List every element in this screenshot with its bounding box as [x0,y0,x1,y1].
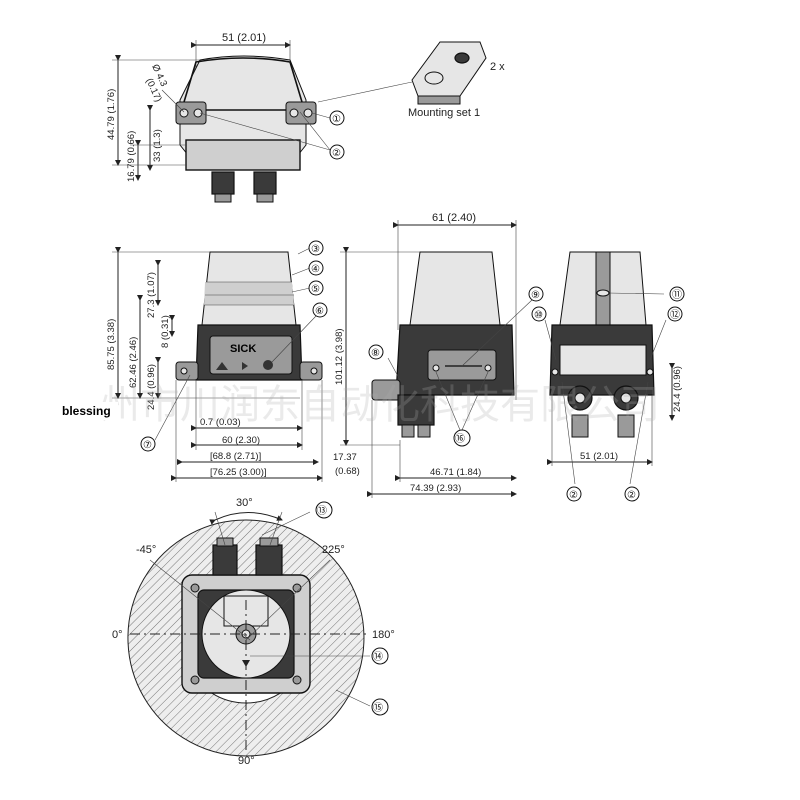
back-width-dim: 51 (2.01) [580,451,618,462]
top-width-dim: 51 (2.01) [222,32,266,44]
callout-7: ⑦ [143,440,152,451]
top-height-total: 44.79 (1.76) [106,89,117,140]
callout-4: ④ [311,264,320,275]
side-height-total: 101.12 (3.98) [334,328,345,385]
front-dim-24: 24.4 (0.96) [146,364,157,410]
brand-logo: SICK [230,343,256,355]
callout-9: ⑨ [531,290,540,301]
front-height-mid: 62.46 (2.46) [128,337,139,388]
callout-6: ⑥ [315,306,324,317]
side-dim-1737b: (0.68) [335,466,360,477]
back-dim-24: 24.4 (0.96) [672,366,683,412]
callout-8: ⑧ [371,348,380,359]
callout-13: ⑬ [317,505,327,517]
front-dim-27: 27.3 (1.07) [146,272,157,318]
top-view: 51 (2.01) 44.79 (1.76) 33 (1.3) 16.79 (0… [106,32,345,203]
front-dim-688: [68.8 (2.71)] [210,451,261,462]
angle-90: 90° [238,755,255,767]
callout-15: ⑮ [373,702,383,714]
callout-16: ⑯ [455,433,465,445]
bottom-view: 30° -45° 225° 0° 180° 90° ⑬ ⑭ ⑮ [112,497,395,767]
front-dim-7625: [76.25 (3.00)] [210,467,267,478]
angle-0: 0° [112,629,123,641]
top-height-mid: 33 (1.3) [152,129,163,162]
callout-2-top: ② [332,148,341,159]
side-dim-4671: 46.71 (1.84) [430,467,481,478]
angle-30: 30° [236,497,253,509]
callout-12: ⑫ [670,309,680,321]
side-view: 61 (2.40) 101.12 (3.98) 17.37 (0.68) 46.… [333,212,544,498]
callout-3: ③ [311,244,320,255]
mounting-label: Mounting set 1 [408,107,480,119]
front-dim-60: 60 (2.30) [222,435,260,446]
callout-2-back-left: ② [569,490,578,501]
front-dim-8: 8 (0.31) [160,315,171,348]
side-dim-7439: 74.39 (2.93) [410,483,461,494]
back-view: 51 (2.01) 24.4 (0.96) ⑪ ⑩ ⑫ ② ② [531,251,685,502]
angle-180: 180° [372,629,395,641]
callout-10: ⑩ [534,310,543,321]
blessing-badge: blessing [62,404,111,418]
mounting-quantity: 2 x [490,61,505,73]
angle-minus-45: -45° [136,544,156,556]
callout-1: ① [332,114,341,125]
watermark: 州市川润东自动化科技有限公司 [100,382,660,428]
side-dim-1737a: 17.37 [333,452,357,463]
callout-5: ⑤ [311,284,320,295]
angle-225: 225° [322,544,345,556]
mounting-set: 2 x Mounting set 1 [317,41,505,119]
top-height-low: 16.79 (0.66) [126,131,137,182]
side-width-dim: 61 (2.40) [432,212,476,224]
callout-14: ⑭ [373,651,383,663]
callout-11: ⑪ [672,289,682,301]
callout-2-back-right: ② [627,490,636,501]
front-height-total: 85.75 (3.38) [106,319,117,370]
front-view: SICK 85.75 (3.38) 62.46 (2.46) 27.3 (1.0… [106,240,328,482]
front-dim-07: 0.7 (0.03) [200,417,241,428]
